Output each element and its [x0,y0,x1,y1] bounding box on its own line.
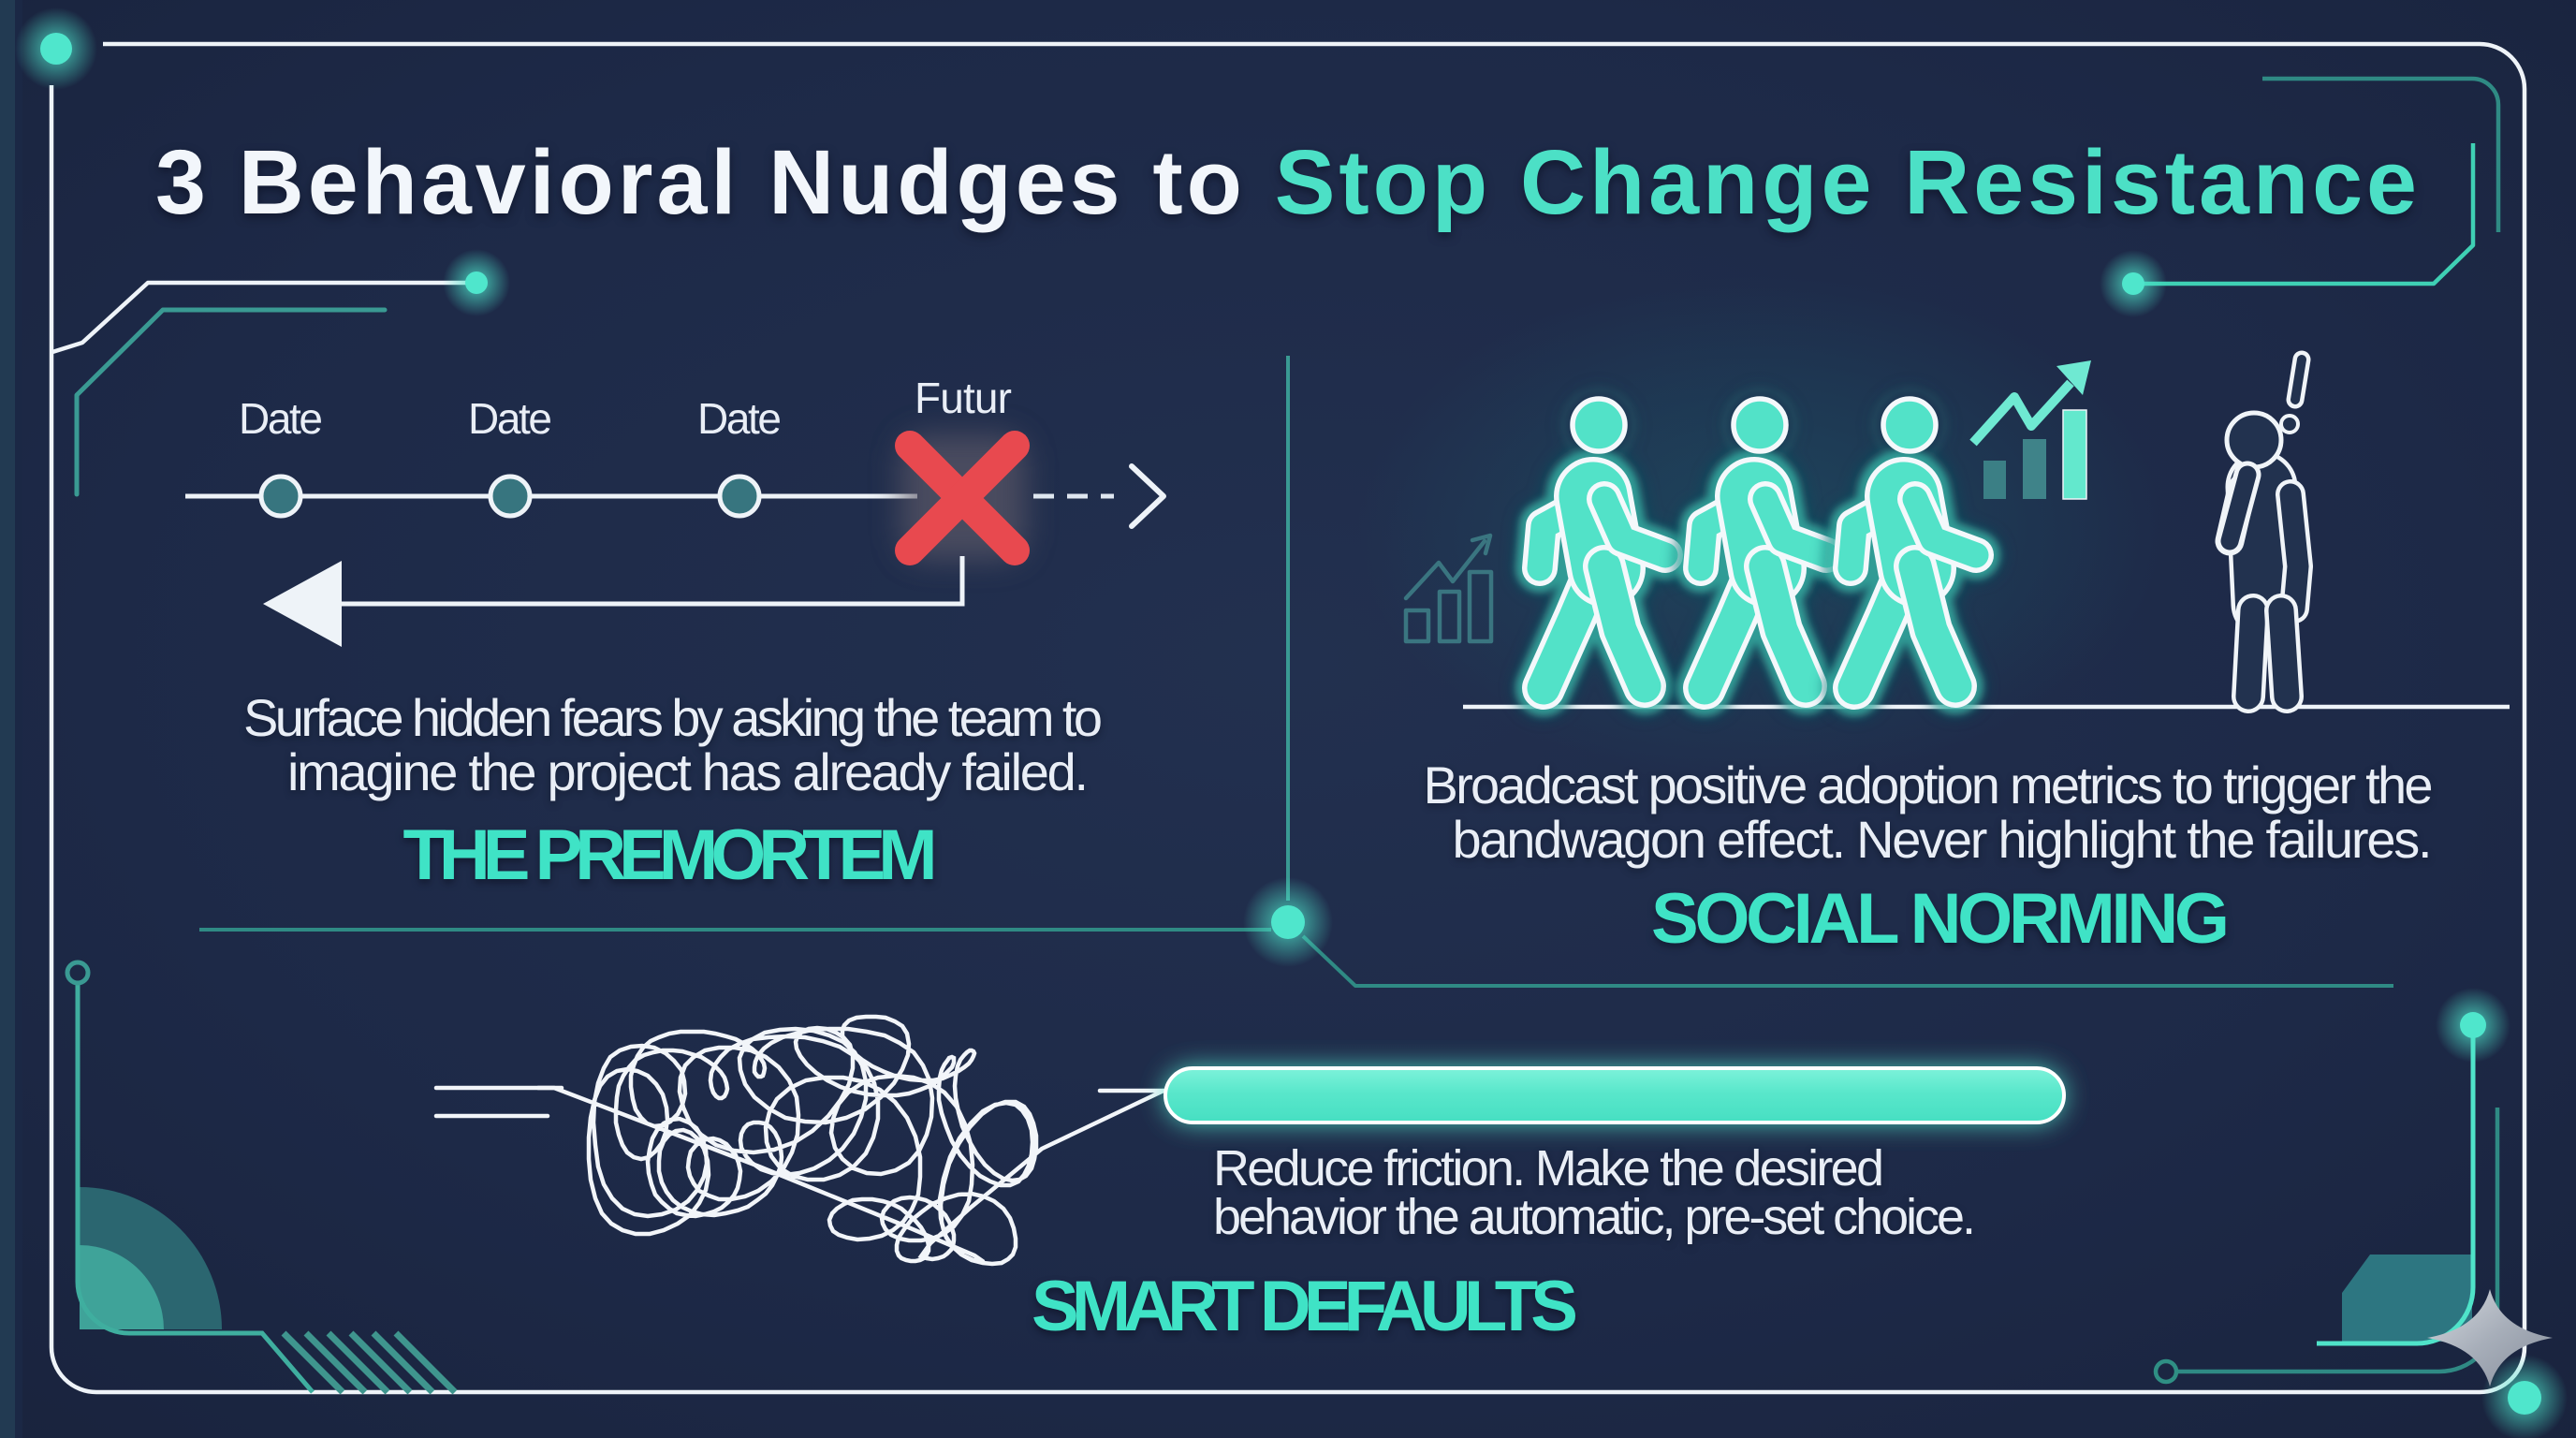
svg-text:3 Behavioral Nudges to Stop Ch: 3 Behavioral Nudges to Stop Change Resis… [155,131,2417,233]
svg-text:Date: Date [239,394,323,443]
svg-text:Date: Date [697,394,782,443]
svg-text:Date: Date [468,394,552,443]
svg-text:Reduce friction. Make the desi: Reduce friction. Make the desired [1213,1140,1884,1196]
svg-text:Futur: Futur [915,374,1012,422]
svg-text:THE PREMORTEM: THE PREMORTEM [403,815,938,895]
svg-text:bandwagon effect. Never highli: bandwagon effect. Never highlight the fa… [1453,810,2433,869]
svg-text:SMART DEFAULTS: SMART DEFAULTS [1032,1267,1578,1346]
svg-text:Surface hidden fears by asking: Surface hidden fears by asking the team … [243,688,1103,747]
svg-text:SOCIAL NORMING: SOCIAL NORMING [1651,879,2230,959]
svg-text:Broadcast positive adoption me: Broadcast positive adoption metrics to t… [1424,756,2434,814]
svg-text:behavior the automatic, pre-se: behavior the automatic, pre-set choice. [1213,1189,1976,1245]
svg-text:imagine the project has alread: imagine the project has already failed. [287,742,1089,801]
